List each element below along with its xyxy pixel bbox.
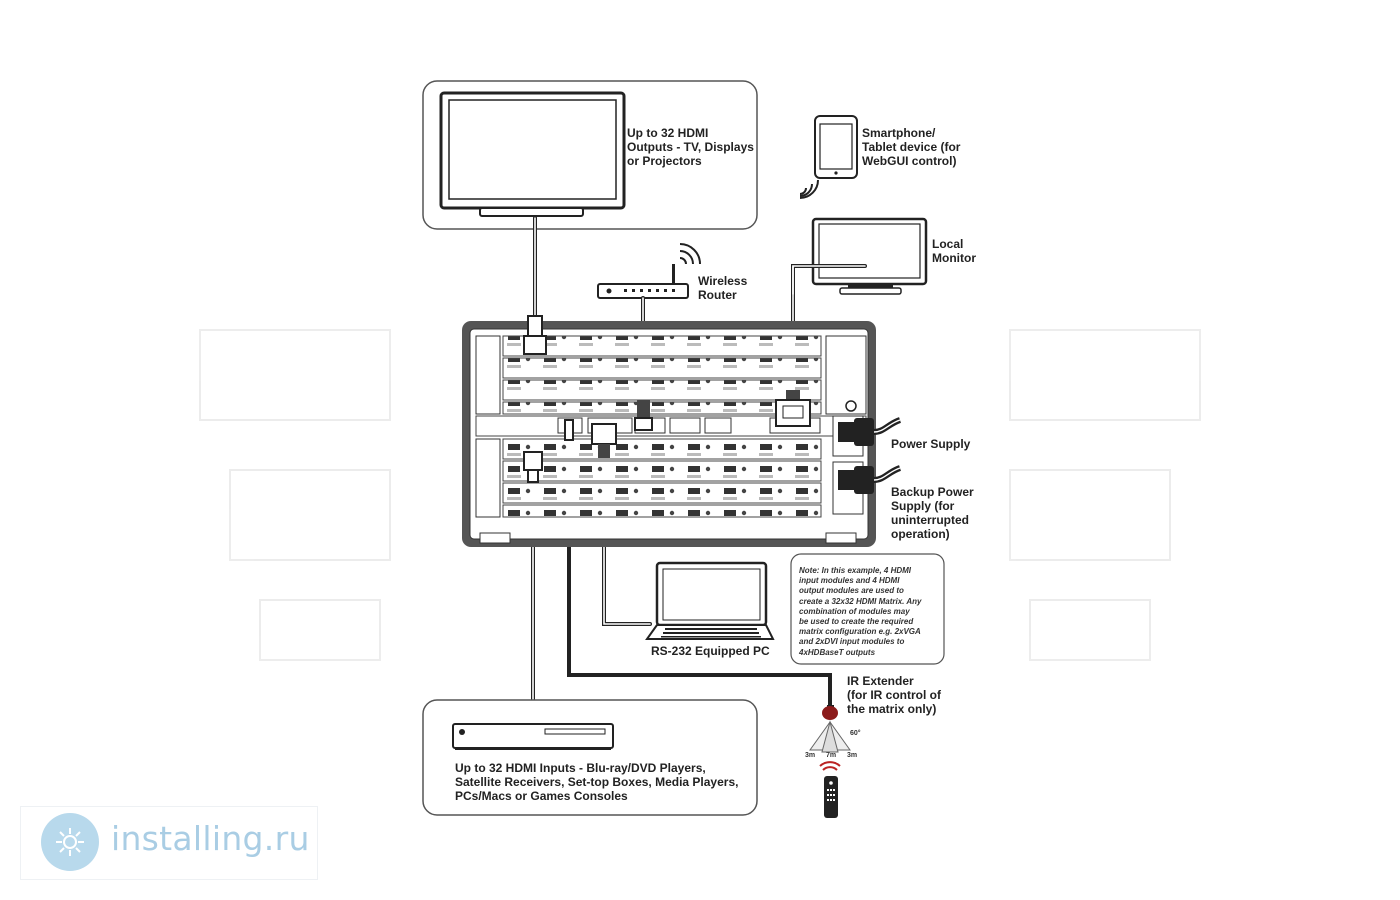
ir-left-distance: 3m xyxy=(805,752,816,759)
ir-center-distance: 7m xyxy=(826,752,837,759)
watermark-text: installing.ru xyxy=(111,819,310,858)
remote-control-icon xyxy=(819,761,841,818)
ir-extender-icon xyxy=(822,705,838,720)
background-art xyxy=(199,329,1201,661)
ir-angle-label: 60° xyxy=(850,730,861,737)
backup-power-label: Backup Power Supply (for uninterrupted o… xyxy=(891,485,974,541)
ir-plug xyxy=(564,419,574,441)
wireless-router-label: Wireless Router xyxy=(698,274,748,302)
hdmi-inputs-label: Up to 32 HDMI Inputs - Blu-ray/DVD Playe… xyxy=(455,761,739,803)
smartphone-icon xyxy=(814,115,858,179)
hdmi-input-plug xyxy=(523,451,543,483)
power-supply-label: Power Supply xyxy=(891,437,971,451)
laptop-icon xyxy=(645,561,775,640)
wireless-router-icon xyxy=(597,243,701,299)
hdmi-output-plug xyxy=(523,315,547,355)
rs232-plug xyxy=(591,423,617,458)
power-cord-backup xyxy=(838,465,902,494)
note-text: Note: In this example, 4 HDMI input modu… xyxy=(799,566,922,657)
ir-extender-label: IR Extender (for IR control of the matri… xyxy=(847,674,941,716)
note-box xyxy=(790,553,945,665)
smartphone-label: Smartphone/ Tablet device (for WebGUI co… xyxy=(862,126,961,168)
ir-coverage-icon xyxy=(809,720,851,753)
dvi-plug xyxy=(775,390,811,427)
tv-display-icon xyxy=(439,91,626,217)
local-monitor-label: Local Monitor xyxy=(932,237,976,265)
watermark: installing.ru xyxy=(20,806,318,880)
rs232-pc-label: RS-232 Equipped PC xyxy=(651,644,770,658)
watermark-logo-icon xyxy=(41,813,99,871)
smartphone-wifi-icon xyxy=(799,179,819,199)
media-player-icon xyxy=(452,723,614,750)
ir-right-distance: 3m xyxy=(847,752,858,759)
local-monitor-icon xyxy=(811,217,928,295)
ethernet-plug xyxy=(634,400,653,431)
hdmi-outputs-label: Up to 32 HDMI Outputs - TV, Displays or … xyxy=(627,126,754,168)
power-cord-main xyxy=(838,417,902,446)
